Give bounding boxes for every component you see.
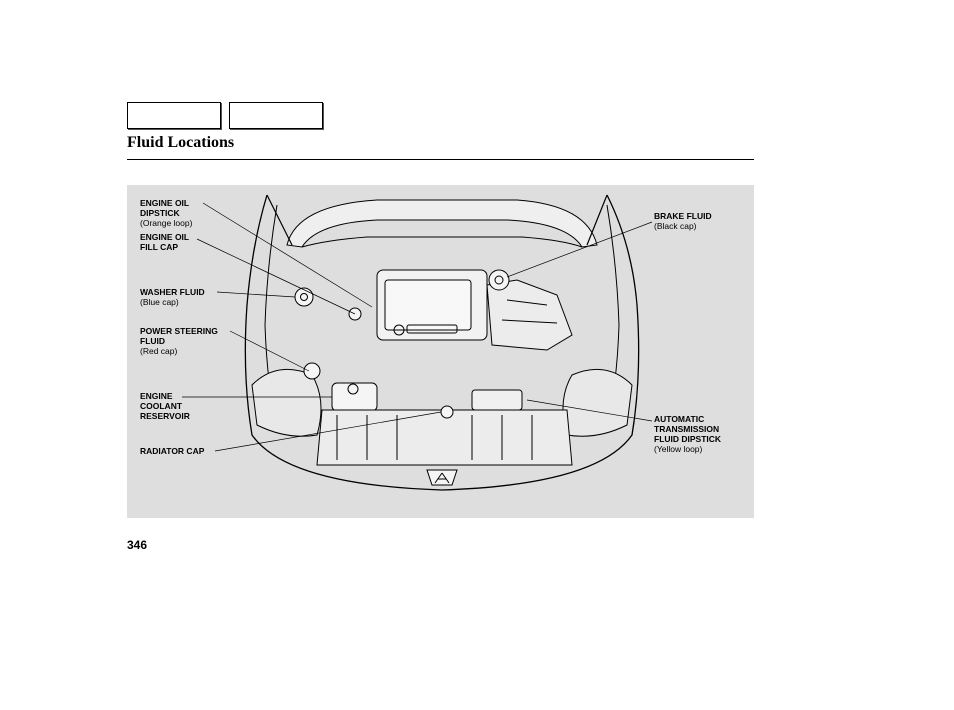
label-engine-coolant-reservoir: ENGINE COOLANT RESERVOIR bbox=[140, 391, 190, 421]
brake-fluid-reservoir bbox=[488, 269, 510, 291]
label-radiator-cap: RADIATOR CAP bbox=[140, 446, 205, 456]
engine-bay-drawing bbox=[182, 194, 653, 491]
page-number: 346 bbox=[127, 538, 148, 552]
engine-bay-illustration: ENGINE OIL DIPSTICK (Orange loop) ENGINE… bbox=[127, 185, 754, 518]
label-washer-fluid: WASHER FLUID (Blue cap) bbox=[140, 287, 205, 307]
left-headlight bbox=[251, 368, 322, 437]
car-body-outline bbox=[244, 194, 640, 491]
label-engine-oil-dipstick: ENGINE OIL DIPSTICK (Orange loop) bbox=[140, 198, 193, 228]
page-title: Fluid Locations bbox=[127, 134, 235, 151]
washer-fluid-cap bbox=[294, 287, 314, 307]
label-engine-oil-fill-cap: ENGINE OIL FILL CAP bbox=[140, 232, 190, 252]
radiator-cap bbox=[440, 405, 454, 419]
power-steering-cap bbox=[303, 362, 321, 380]
label-power-steering-fluid: POWER STEERING FLUID (Red cap) bbox=[140, 326, 218, 356]
leader-lines bbox=[182, 202, 653, 452]
coolant-reservoir bbox=[331, 382, 378, 412]
nav-tab-box-2[interactable] bbox=[229, 102, 323, 129]
label-brake-fluid: BRAKE FLUID (Black cap) bbox=[654, 211, 712, 231]
nav-tab-box-1[interactable] bbox=[127, 102, 221, 129]
right-headlight bbox=[562, 368, 633, 437]
label-automatic-transmission-fluid-dipstick: AUTOMATIC TRANSMISSION FLUID DIPSTICK (Y… bbox=[654, 414, 722, 454]
acura-emblem-icon bbox=[426, 469, 458, 486]
radiator-support bbox=[316, 409, 573, 466]
title-rule bbox=[127, 159, 754, 160]
hood bbox=[286, 199, 598, 248]
